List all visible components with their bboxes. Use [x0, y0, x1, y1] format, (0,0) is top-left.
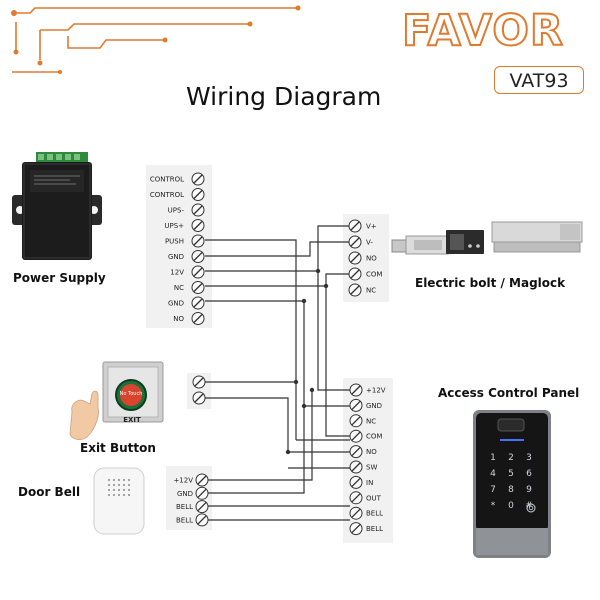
terminal-label: 12V — [170, 269, 184, 277]
terminal-label: IN — [366, 479, 373, 487]
terminal-screws: CONTROL CONTROL UPS- UPS+ PUSH GND 12V NC GND NO V… — [150, 172, 386, 536]
keypad-key: 3 — [526, 453, 532, 463]
door-bell-label: Door Bell — [18, 485, 81, 499]
screw-terminal-icon — [191, 281, 205, 294]
keypad: 1 2 3 4 5 6 7 8 9 * 0 # — [490, 453, 533, 511]
screw-terminal-icon — [195, 500, 209, 514]
screw-terminal-icon — [192, 391, 206, 405]
terminal-label: COM — [366, 433, 382, 441]
electric-bolt-label: Electric bolt / Maglock — [415, 276, 566, 290]
screw-terminal-icon — [195, 486, 209, 500]
terminal-label: V- — [366, 239, 373, 247]
screw-terminal-icon — [348, 283, 362, 297]
terminal-label: CONTROL — [150, 176, 184, 184]
access-panel-device — [473, 410, 551, 558]
terminal-label: V+ — [366, 223, 377, 231]
exit-button-face-text: No Touch — [119, 391, 143, 397]
page-title: Wiring Diagram — [186, 82, 382, 111]
terminal-label: BELL — [176, 516, 193, 524]
keypad-key: # — [525, 501, 533, 511]
screw-terminal-icon — [191, 203, 205, 217]
screw-terminal-icon — [348, 251, 362, 265]
screw-terminal-icon — [349, 445, 363, 459]
screw-terminal-icon — [349, 414, 363, 428]
exit-button-device — [102, 361, 164, 423]
screw-terminal-icon — [191, 172, 205, 186]
terminal-label: COM — [366, 271, 382, 279]
screw-terminal-icon — [192, 375, 206, 389]
terminal-label: GND — [168, 253, 184, 261]
terminal-label: NO — [366, 255, 377, 263]
keypad-key: 6 — [526, 469, 532, 479]
terminal-label: CONTROL — [150, 191, 184, 199]
keypad-key: 7 — [490, 485, 496, 495]
terminal-label: BELL — [366, 525, 383, 533]
screw-terminal-icon — [348, 219, 362, 233]
hand-icon — [69, 390, 99, 440]
exit-label: EXIT — [123, 416, 141, 424]
screw-terminal-icon — [191, 250, 205, 263]
screw-terminal-icon — [349, 383, 363, 397]
keypad-key: 9 — [526, 485, 532, 495]
electric-bolt-device — [391, 230, 484, 255]
screw-terminal-icon — [349, 429, 363, 443]
screw-terminal-icon — [349, 475, 363, 489]
terminal-label: NC — [366, 417, 376, 425]
keypad-key: 1 — [490, 453, 496, 463]
power-supply-label: Power Supply — [13, 271, 106, 285]
terminal-label: +12V — [173, 477, 193, 485]
fingerprint-icon — [526, 503, 536, 513]
terminal-label: GND — [177, 490, 193, 498]
terminal-label: PUSH — [165, 238, 184, 246]
terminal-label: NO — [366, 448, 377, 456]
screw-terminal-icon — [348, 235, 362, 249]
wire-junctions — [285, 268, 329, 455]
keypad-key: 5 — [508, 469, 514, 479]
exit-button-label: Exit Button — [80, 441, 156, 455]
keypad-key: 8 — [508, 485, 514, 495]
screw-terminal-icon — [349, 460, 363, 474]
screw-terminal-icon — [191, 234, 205, 248]
door-bell-device — [93, 467, 145, 535]
keypad-key: 2 — [508, 453, 514, 463]
decorative-circuit-lines — [11, 5, 301, 74]
terminal-label: OUT — [366, 494, 382, 502]
screw-terminal-icon — [191, 296, 205, 310]
terminal-label: BELL — [366, 510, 383, 518]
terminal-label: UPS+ — [164, 222, 184, 230]
screw-terminal-icon — [191, 265, 205, 279]
screw-terminal-icon — [349, 491, 363, 505]
terminal-label: GND — [366, 402, 382, 410]
screw-terminal-icon — [195, 473, 209, 487]
terminal-label: UPS- — [168, 207, 185, 215]
wires — [205, 225, 350, 521]
keypad-key: 4 — [490, 469, 496, 479]
access-panel-label: Access Control Panel — [438, 386, 580, 400]
terminal-label: BELL — [176, 503, 193, 511]
screw-terminal-icon — [195, 513, 209, 527]
screw-terminal-icon — [349, 398, 363, 412]
model-badge: VAT93 — [494, 66, 584, 94]
terminal-label: NO — [173, 315, 184, 323]
terminal-label: NC — [174, 284, 184, 292]
keypad-key: * — [491, 501, 496, 511]
terminal-label: GND — [168, 300, 184, 308]
screw-terminal-icon — [191, 219, 205, 232]
screw-terminal-icon — [349, 522, 363, 536]
screw-terminal-icon — [348, 267, 362, 281]
terminal-label: +12V — [366, 387, 386, 395]
brand-logo: FAVOR — [401, 5, 564, 57]
maglock-device — [491, 221, 583, 253]
screw-terminal-icon — [191, 312, 205, 325]
terminal-label: SW — [366, 464, 377, 472]
power-supply-device — [12, 152, 102, 260]
screw-terminal-icon — [349, 506, 363, 520]
terminal-label: NC — [366, 287, 376, 295]
keypad-key: 0 — [508, 501, 514, 511]
screw-terminal-icon — [191, 188, 205, 201]
